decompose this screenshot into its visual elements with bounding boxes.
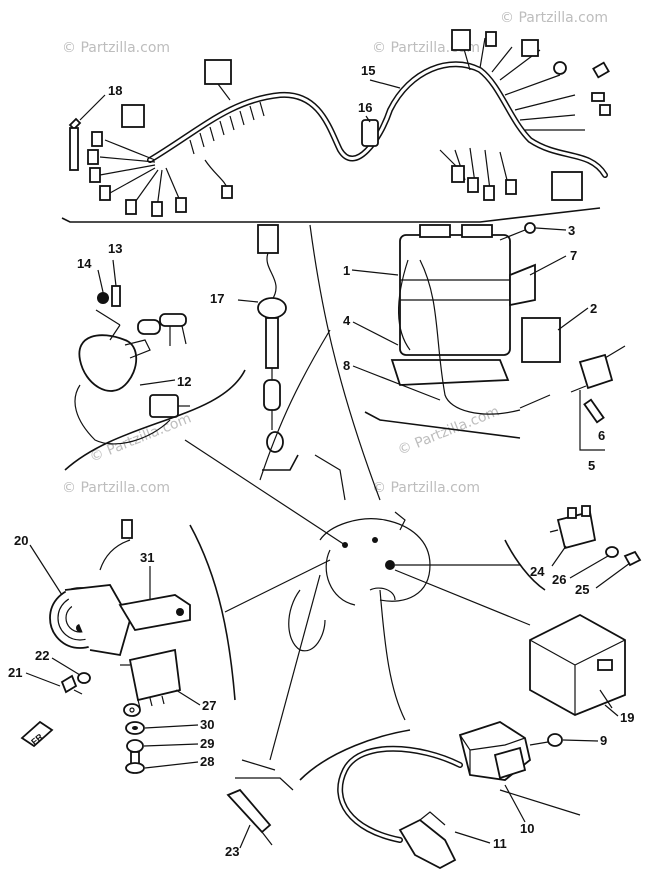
watermark: © Partzilla.com bbox=[62, 480, 170, 496]
callout-label: 16 bbox=[358, 100, 372, 115]
fuse-block-24 bbox=[504, 505, 642, 591]
callout-label: 21 bbox=[8, 665, 22, 680]
callout-label: 2 bbox=[590, 301, 597, 316]
callout-label: 1 bbox=[343, 263, 350, 278]
callout-label: 20 bbox=[14, 533, 28, 548]
callout-label: 25 bbox=[575, 582, 589, 597]
callout-label: 6 bbox=[598, 428, 605, 443]
horn-assembly bbox=[49, 519, 236, 709]
spark-plug-23 bbox=[226, 759, 294, 846]
callout-label: 12 bbox=[177, 374, 191, 389]
callout-label: 18 bbox=[108, 83, 122, 98]
callout-label: 26 bbox=[552, 572, 566, 587]
hardware-stack bbox=[123, 703, 145, 774]
watermark: © Partzilla.com bbox=[396, 403, 502, 458]
leader-line bbox=[269, 574, 321, 761]
callout-label: 27 bbox=[202, 698, 216, 713]
leader-line bbox=[184, 439, 346, 546]
callout-label: 29 bbox=[200, 736, 214, 751]
callout-label: 28 bbox=[200, 754, 214, 769]
front-arrow-icon: FR bbox=[20, 720, 54, 748]
leader-line bbox=[224, 559, 331, 613]
fuse-holder-17 bbox=[237, 224, 299, 471]
callout-label: 24 bbox=[530, 564, 545, 579]
callout-label: 15 bbox=[361, 63, 375, 78]
callout-label: 11 bbox=[493, 836, 507, 851]
callout-label: 31 bbox=[140, 550, 154, 565]
callout-label: 23 bbox=[225, 844, 239, 859]
wire-harness bbox=[61, 29, 611, 223]
watermark: © Partzilla.com bbox=[372, 480, 480, 496]
callout-label: 14 bbox=[77, 256, 92, 271]
ignition-coil-assembly bbox=[299, 721, 581, 870]
callout-label: 4 bbox=[343, 313, 351, 328]
callout-label: 3 bbox=[568, 223, 575, 238]
callout-label: 22 bbox=[35, 648, 49, 663]
watermark: © Partzilla.com bbox=[500, 10, 608, 26]
leader-line bbox=[379, 589, 406, 721]
battery-assembly bbox=[364, 222, 626, 451]
callout-label: 5 bbox=[588, 458, 595, 473]
part-18-fuse bbox=[68, 94, 106, 171]
callout-label: 13 bbox=[108, 241, 122, 256]
callout-label: 19 bbox=[620, 710, 634, 725]
callout-label: 7 bbox=[570, 248, 577, 263]
main-switch-assembly bbox=[64, 259, 246, 471]
watermark: © Partzilla.com bbox=[62, 40, 170, 56]
callout-label: 9 bbox=[600, 733, 607, 748]
callouts: 1 2 3 4 5 6 7 8 9 10 11 12 13 14 15 16 1… bbox=[8, 63, 634, 859]
leader-line bbox=[394, 569, 531, 626]
callout-label: 10 bbox=[520, 821, 534, 836]
callout-label: 8 bbox=[343, 358, 350, 373]
callout-label: 30 bbox=[200, 717, 214, 732]
callout-label: 17 bbox=[210, 291, 224, 306]
cdi-unit-19 bbox=[529, 613, 626, 716]
